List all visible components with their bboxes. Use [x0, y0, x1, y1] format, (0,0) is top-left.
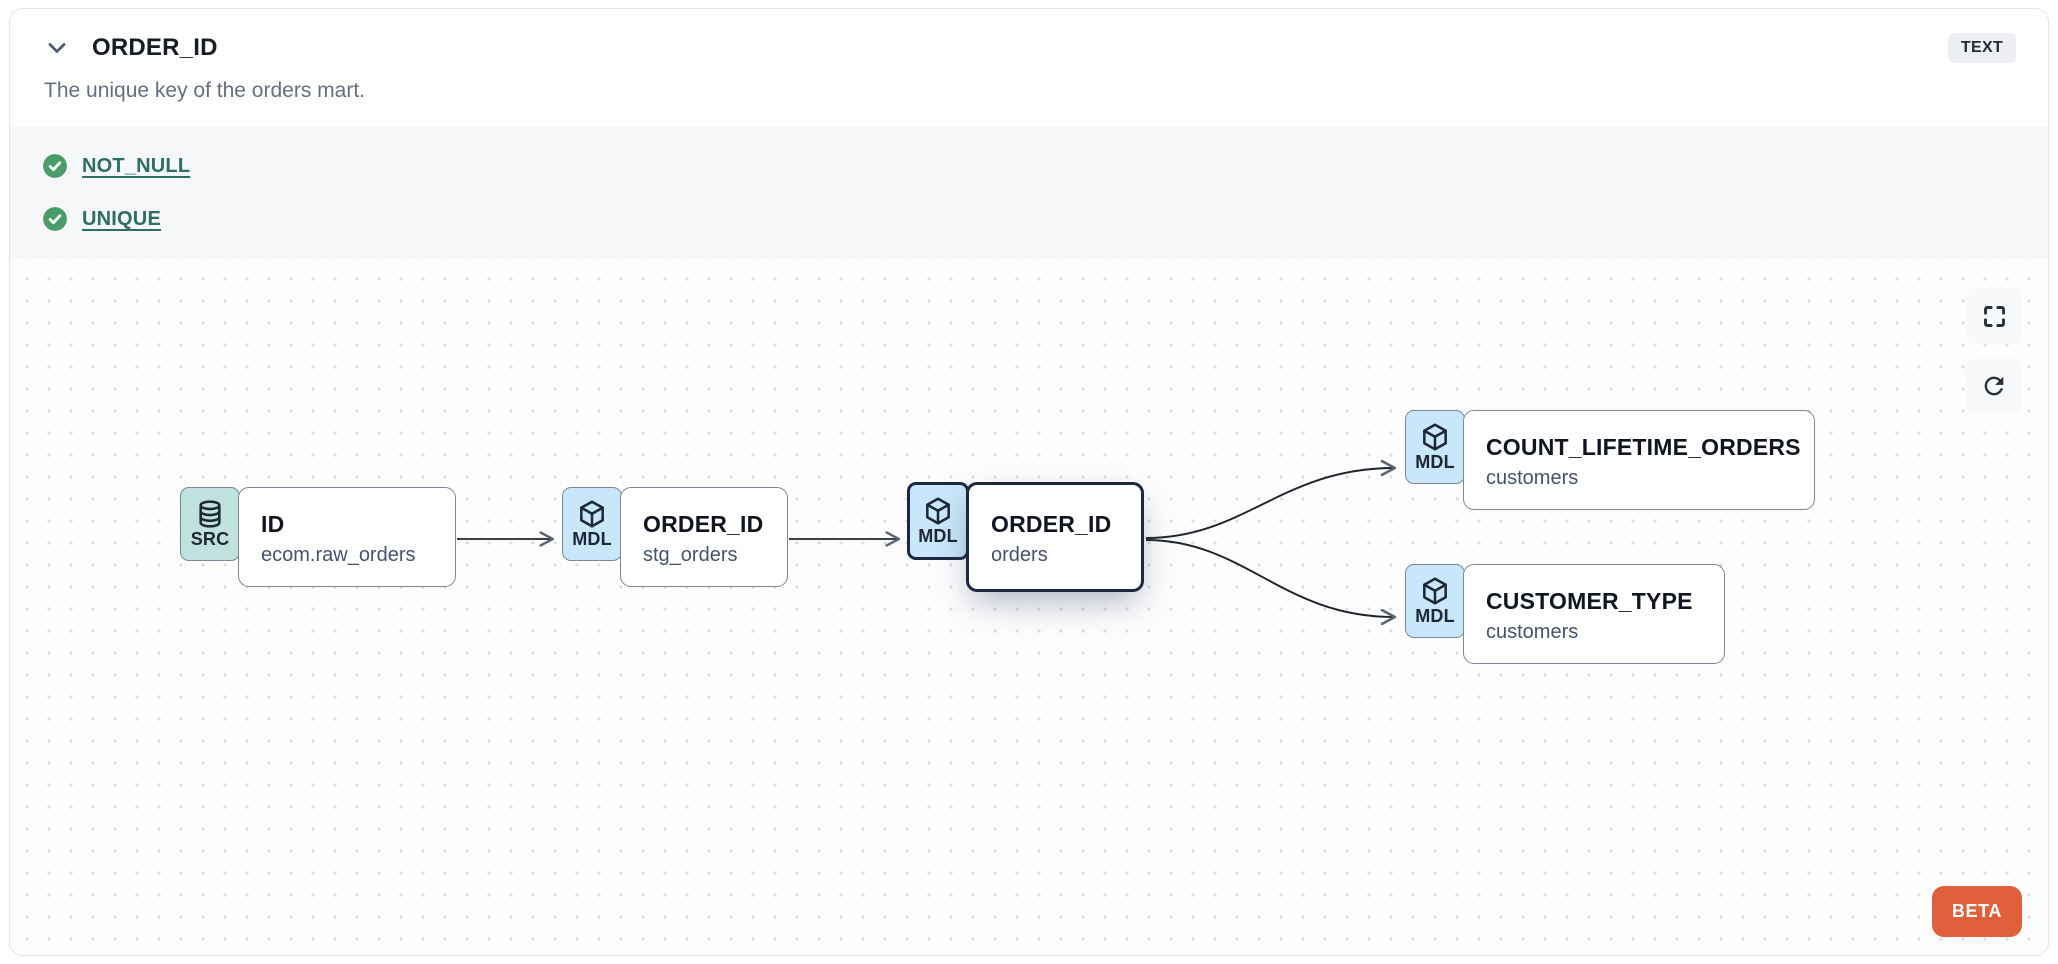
node-card: COUNT_LIFETIME_ORDERS customers — [1463, 410, 1815, 510]
node-subtitle: stg_orders — [643, 543, 738, 566]
test-row: NOT_NULL — [42, 153, 2016, 179]
node-subtitle: orders — [991, 543, 1048, 566]
cube-icon — [926, 497, 950, 525]
node-badge-mdl: MDL — [907, 482, 969, 560]
node-subtitle: ecom.raw_orders — [261, 543, 416, 566]
lineage-node-src-id[interactable]: SRC ID ecom.raw_orders — [180, 487, 456, 587]
node-subtitle: customers — [1486, 466, 1579, 489]
test-link-unique[interactable]: UNIQUE — [82, 207, 161, 230]
fullscreen-button[interactable] — [1966, 288, 2022, 344]
lineage-canvas[interactable]: SRC ID ecom.raw_orders MDL ORDER_ID stg_… — [10, 258, 2048, 955]
collapse-toggle[interactable] — [42, 33, 72, 63]
node-badge-mdl: MDL — [1405, 564, 1465, 638]
column-description: The unique key of the orders mart. — [44, 79, 365, 102]
beta-badge: BETA — [1931, 886, 2022, 937]
node-badge-label: MDL — [1415, 606, 1455, 626]
cube-icon — [1423, 423, 1447, 451]
test-link-not-null[interactable]: NOT_NULL — [82, 154, 191, 177]
check-circle-icon — [43, 207, 67, 231]
chevron-down-icon — [48, 43, 66, 53]
lineage-edges — [457, 459, 1397, 626]
node-badge-src: SRC — [180, 487, 240, 561]
node-badge-label: SRC — [190, 529, 230, 549]
refresh-button[interactable] — [1966, 358, 2022, 414]
node-title: ORDER_ID — [991, 510, 1112, 537]
fullscreen-icon — [1983, 305, 2005, 327]
node-title: CUSTOMER_TYPE — [1486, 587, 1693, 614]
cube-icon — [580, 500, 604, 528]
lineage-node-customer-type[interactable]: MDL CUSTOMER_TYPE customers — [1405, 564, 1725, 664]
cube-icon — [1423, 577, 1447, 605]
node-badge-mdl: MDL — [1405, 410, 1465, 484]
check-circle-icon — [43, 154, 67, 178]
lineage-node-orders-order-id[interactable]: MDL ORDER_ID orders — [907, 482, 1144, 592]
node-badge-label: MDL — [1415, 452, 1455, 472]
node-badge-label: MDL — [918, 526, 958, 546]
node-badge-label: MDL — [572, 529, 612, 549]
node-card: ORDER_ID orders — [966, 482, 1144, 592]
lineage-node-count-lifetime-orders[interactable]: MDL COUNT_LIFETIME_ORDERS customers — [1405, 410, 1815, 510]
test-row: UNIQUE — [42, 206, 2016, 232]
node-title: COUNT_LIFETIME_ORDERS — [1486, 433, 1801, 460]
page-title: ORDER_ID — [92, 34, 218, 61]
header: ORDER_ID TEXT — [10, 9, 2048, 63]
node-card: ORDER_ID stg_orders — [620, 487, 788, 587]
node-card: CUSTOMER_TYPE customers — [1463, 564, 1725, 664]
node-badge-mdl: MDL — [562, 487, 622, 561]
column-details-card: ORDER_ID TEXT The unique key of the orde… — [9, 8, 2049, 956]
node-title: ORDER_ID — [643, 510, 764, 537]
database-icon — [199, 500, 221, 528]
node-title: ID — [261, 510, 285, 537]
lineage-node-stg-order-id[interactable]: MDL ORDER_ID stg_orders — [562, 487, 788, 587]
canvas-controls — [1966, 288, 2022, 414]
tests-section: NOT_NULL UNIQUE — [10, 127, 2048, 258]
column-type-badge: TEXT — [1947, 33, 2016, 63]
node-card: ID ecom.raw_orders — [238, 487, 456, 587]
node-subtitle: customers — [1486, 620, 1579, 643]
refresh-icon — [1984, 376, 2004, 396]
